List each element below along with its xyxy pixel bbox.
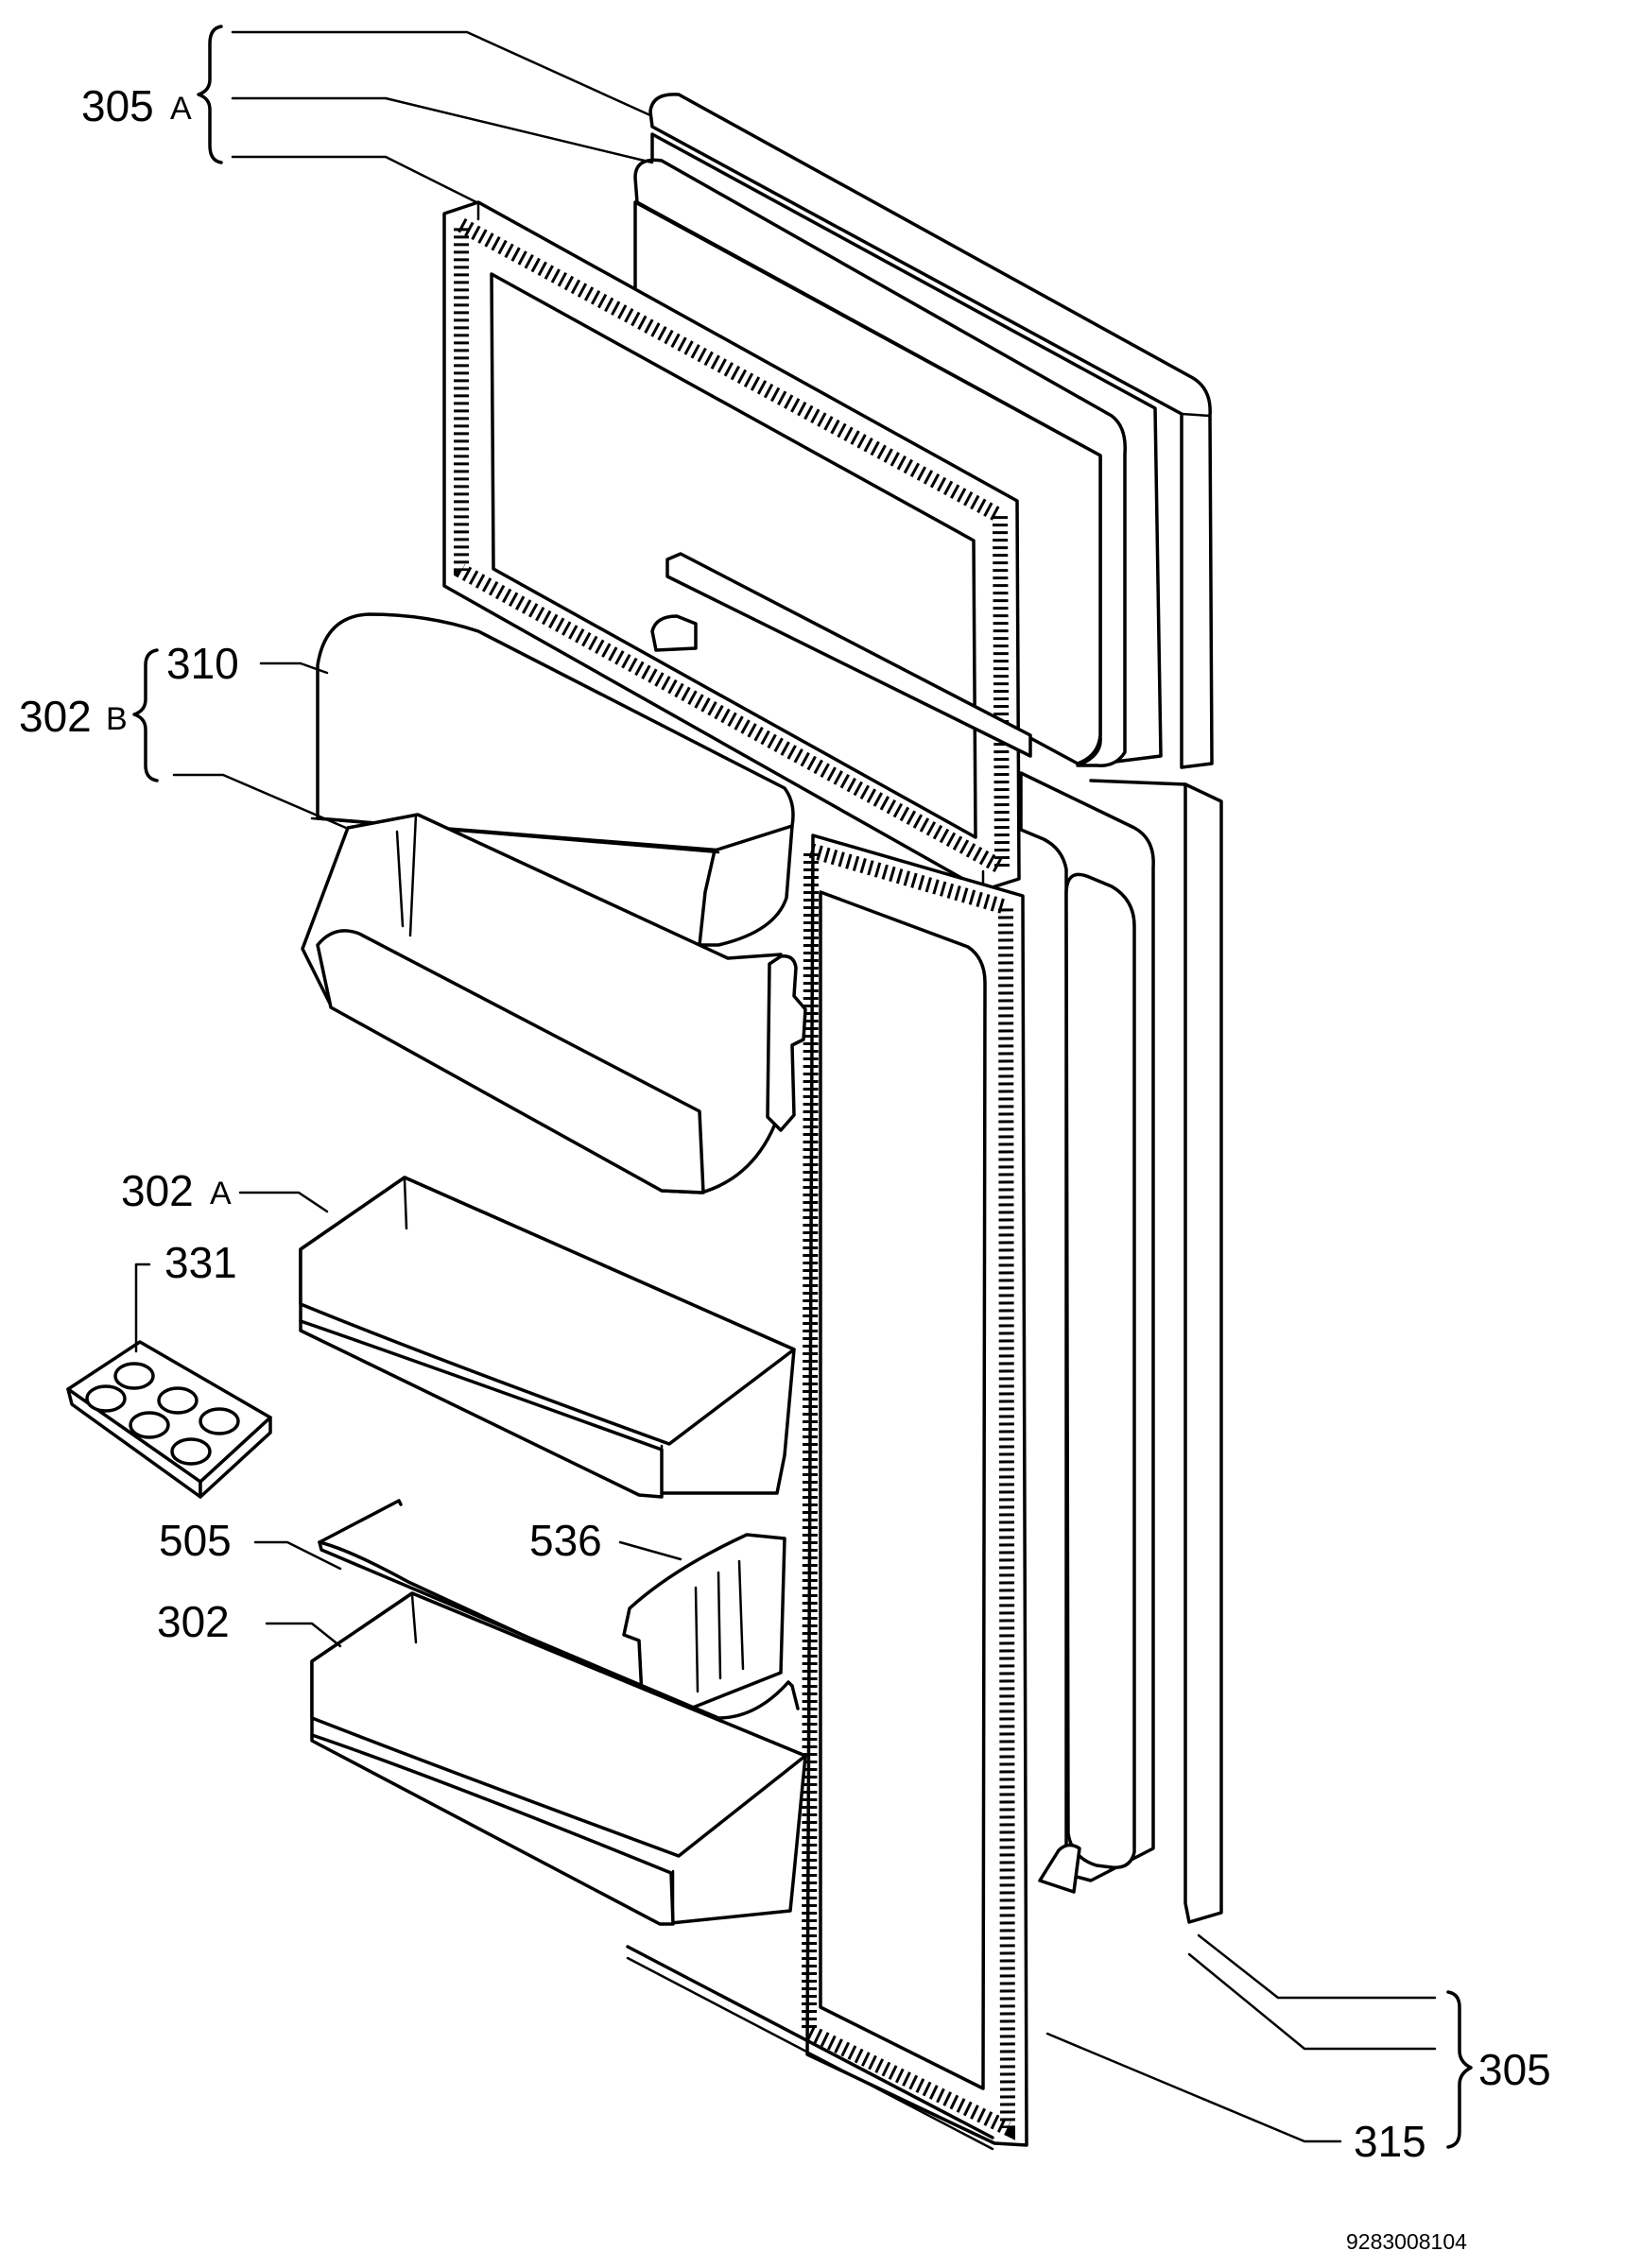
svg-text:A: A bbox=[210, 1176, 232, 1211]
egg-tray bbox=[66, 1340, 272, 1499]
label-310: 310 bbox=[166, 639, 239, 688]
freezer-door-outer-panel bbox=[648, 93, 1214, 769]
svg-text:A: A bbox=[170, 91, 192, 127]
svg-text:302: 302 bbox=[121, 1166, 194, 1215]
dairy-compartment-cover bbox=[310, 612, 795, 947]
svg-text:B: B bbox=[106, 701, 128, 737]
label-536: 536 bbox=[529, 1516, 602, 1565]
door-bin-302A bbox=[299, 1176, 796, 1499]
svg-text:305: 305 bbox=[81, 81, 154, 130]
svg-text:302: 302 bbox=[19, 692, 92, 741]
fridge-door-liner bbox=[1019, 771, 1155, 1894]
bottle-retainer-bar bbox=[318, 1499, 800, 1720]
drawing-number: 9283008104 bbox=[1346, 2229, 1467, 2254]
label-302A: 302 A bbox=[121, 1166, 232, 1215]
door-hinge-bracket bbox=[766, 954, 807, 1132]
door-bin-302 bbox=[310, 1591, 807, 1926]
label-505: 505 bbox=[159, 1516, 232, 1565]
fridge-door-outer-panel bbox=[1089, 779, 1223, 1924]
label-302B: 302 B bbox=[19, 692, 128, 741]
label-305A: 305 A bbox=[81, 81, 192, 130]
dairy-compartment-tray bbox=[301, 813, 786, 1194]
label-315: 315 bbox=[1354, 2117, 1426, 2166]
freezer-door-gasket bbox=[442, 200, 1021, 892]
leader-lines bbox=[134, 30, 1437, 2143]
brackets bbox=[132, 25, 1473, 2149]
label-302: 302 bbox=[157, 1597, 230, 1646]
fridge-door-gasket bbox=[626, 833, 1028, 2151]
freezer-inner-shelf bbox=[650, 552, 1032, 758]
label-305: 305 bbox=[1478, 2045, 1551, 2094]
label-331: 331 bbox=[164, 1238, 237, 1287]
